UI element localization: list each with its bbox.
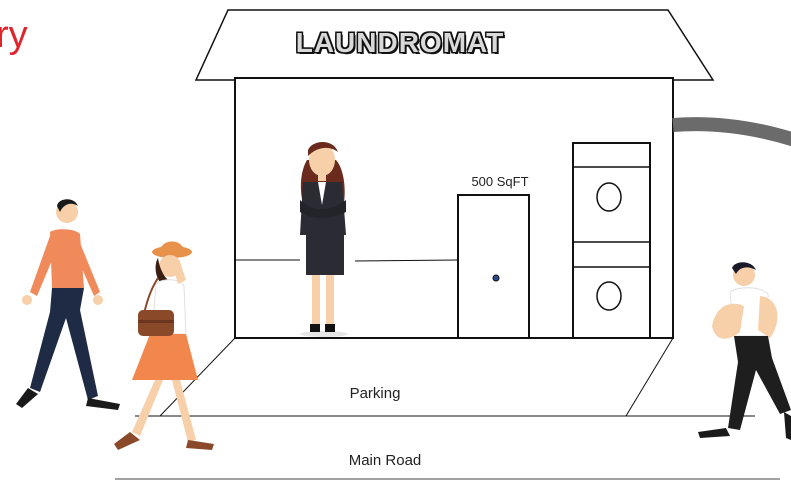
parking-right-edge — [626, 338, 673, 416]
pipe — [673, 124, 791, 140]
washer-dryer-stack — [573, 143, 650, 338]
man-walking-left-figure — [16, 199, 120, 410]
door-knob — [493, 275, 499, 281]
laundromat-sign: LAUNDROMAT — [280, 27, 520, 59]
size-label: 500 SqFT — [460, 174, 540, 189]
partial-title: ry — [0, 14, 28, 57]
parking-label: Parking — [330, 385, 420, 402]
main-road-label: Main Road — [330, 452, 440, 469]
man-walking-right-figure — [698, 262, 791, 440]
woman-with-hat-figure — [114, 242, 214, 451]
door — [458, 195, 529, 338]
